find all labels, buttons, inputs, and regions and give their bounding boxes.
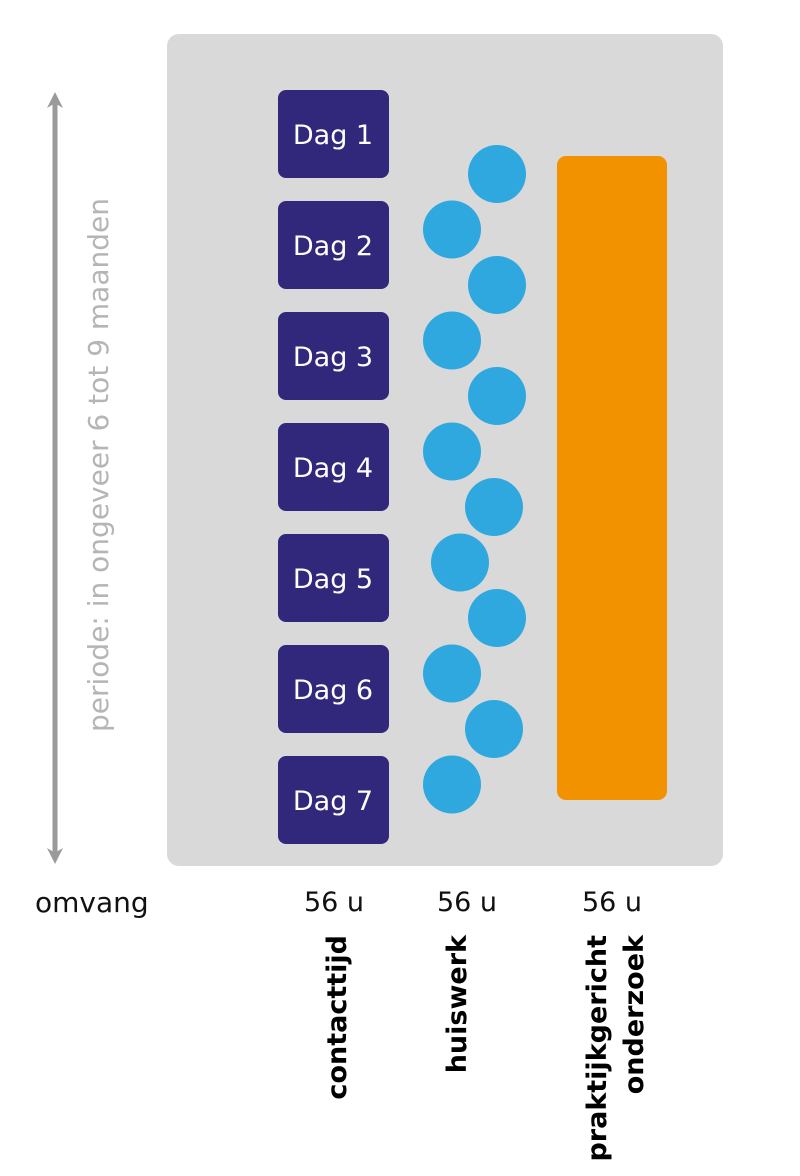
homework-circle — [468, 367, 526, 425]
label-huiswerk: huiswerk — [442, 934, 473, 1073]
day-label: Dag 5 — [293, 564, 373, 595]
day-box — [278, 756, 389, 844]
homework-circle — [468, 145, 526, 203]
label-contacttijd: contacttijd — [322, 935, 353, 1100]
omvang-label: omvang — [35, 886, 149, 919]
day-label: Dag 2 — [293, 231, 373, 262]
day-box — [278, 423, 389, 511]
day-label: Dag 4 — [293, 453, 373, 484]
amount-onderzoek: 56 u — [582, 887, 642, 918]
research-bar — [557, 156, 667, 800]
day-label: Dag 6 — [293, 675, 373, 706]
label-onderzoek: onderzoek — [619, 934, 650, 1094]
homework-sessions — [423, 145, 526, 814]
day-box — [278, 312, 389, 400]
homework-circle — [423, 422, 481, 481]
day-label: Dag 7 — [293, 786, 373, 817]
amount-contacttijd: 56 u — [304, 887, 364, 918]
homework-circle — [468, 256, 526, 314]
homework-circle — [423, 200, 481, 259]
period-label: periode: in ongeveer 6 tot 9 maanden — [82, 198, 115, 732]
amount-huiswerk: 56 u — [437, 887, 497, 918]
day-box — [278, 201, 389, 289]
day-label: Dag 1 — [293, 120, 373, 151]
homework-circle — [423, 311, 481, 370]
homework-circle — [423, 755, 481, 814]
day-label: Dag 3 — [293, 342, 373, 373]
homework-circle — [431, 533, 489, 592]
homework-circle — [465, 700, 523, 758]
label-praktijkgericht: praktijkgericht — [582, 935, 613, 1162]
day-box — [278, 534, 389, 622]
homework-circle — [465, 478, 523, 536]
day-box — [278, 645, 389, 733]
homework-circle — [468, 589, 526, 647]
homework-circle — [423, 644, 481, 703]
contact-days: Dag 1 Dag 2 Dag 3 Dag 4 Dag 5 Dag 6 Dag 7 — [278, 90, 389, 844]
day-box — [278, 90, 389, 178]
